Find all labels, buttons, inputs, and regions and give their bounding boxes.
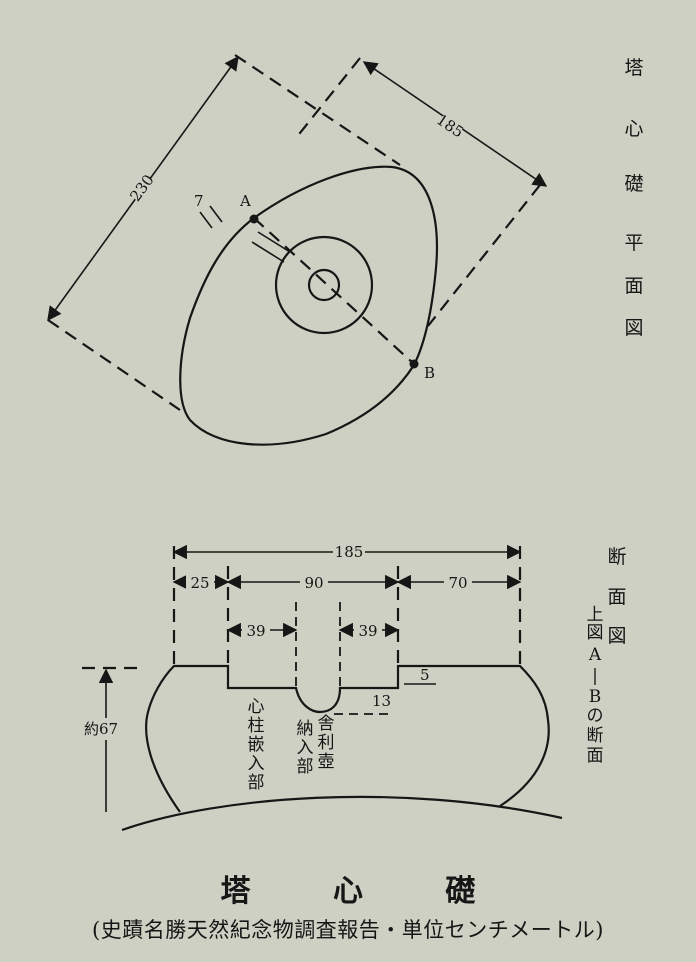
section-note-char: B (589, 687, 602, 707)
pillar-label-char: 嵌 (248, 735, 265, 755)
figure-source-note: (史蹟名勝天然紀念物調査報告・単位センチメートル) (92, 918, 604, 942)
dim-7-tick-2 (209, 205, 223, 223)
section-line-ab (253, 217, 415, 365)
dim-5-label: 5 (420, 666, 430, 684)
dim-67-label: 約67 (84, 720, 118, 738)
section-title-char: 面 (607, 586, 626, 608)
ground-line (121, 795, 563, 832)
pillar-socket-circle (274, 235, 374, 335)
pillar-label-char: 心 (248, 697, 265, 717)
relic-a-char: 舎 (318, 714, 335, 734)
relic-a-char: 壺 (318, 752, 335, 772)
section-profile (145, 664, 550, 813)
relic-b-char: 納 (297, 719, 314, 739)
pillar-label-char: 柱 (248, 716, 265, 736)
pillar-label-char: 部 (248, 773, 265, 793)
section-note-char: の (587, 706, 604, 726)
dim-70-label: 70 (448, 574, 467, 592)
section-title-char: 断 (607, 546, 626, 568)
channel-line-1 (257, 231, 291, 253)
section-note-char: 面 (587, 746, 604, 766)
dim-7-tick-1 (199, 211, 213, 229)
dim-90-label: 90 (304, 574, 323, 592)
plan-view: A B 230 185 7 (47, 54, 548, 446)
figure-title: 塔 心 礎 (220, 874, 512, 909)
ext-top (234, 54, 401, 166)
section-note-char: 上 (587, 605, 604, 625)
dim-7-label: 7 (194, 192, 204, 210)
plan-title-char: 図 (624, 317, 643, 339)
point-a-label: A (239, 192, 251, 210)
point-b-dot (409, 359, 419, 369)
point-b-label: B (424, 364, 435, 382)
plan-title-char: 平 (624, 232, 643, 254)
dim-25-label: 25 (190, 574, 209, 592)
point-a-dot (249, 214, 259, 224)
ext-bottom (47, 319, 181, 411)
relic-a-char: 利 (318, 733, 335, 753)
relic-urn-label: 舎 利 壺 納 入 部 (297, 714, 335, 777)
dim-185-plan-label: 185 (433, 111, 467, 142)
ext-right (427, 184, 541, 327)
plan-title-char: 塔 (624, 57, 643, 79)
stone-outline (179, 165, 439, 446)
dim-39-left-label: 39 (246, 622, 265, 640)
plan-title: 塔 心 礎 平 面 図 (624, 57, 643, 339)
dim-185-section-label: 185 (335, 543, 364, 561)
relic-b-char: 部 (297, 757, 314, 777)
dim-13-label: 13 (372, 692, 391, 710)
plan-title-char: 心 (624, 118, 643, 140)
section-title-char: 図 (607, 625, 626, 647)
section-title: 断 面 図 (607, 546, 626, 647)
section-note: 上 図 A | B の 断 面 (587, 605, 604, 766)
section-note-char: A (588, 645, 602, 665)
section-view: 185 25 90 70 39 39 5 13 約67 心 柱 (82, 542, 563, 832)
plan-title-char: 礎 (624, 173, 643, 195)
plan-title-char: 面 (624, 275, 643, 297)
section-note-char: 図 (587, 623, 604, 643)
dim-230-label: 230 (126, 171, 157, 205)
dim-39-right-label: 39 (358, 622, 377, 640)
relic-hole-circle (307, 268, 341, 302)
pillar-label-char: 入 (248, 754, 265, 774)
channel-line-2 (251, 241, 285, 263)
section-note-char: | (592, 666, 598, 686)
ext-upper-right (295, 57, 361, 139)
section-note-char: 断 (587, 726, 604, 746)
pillar-socket-label: 心 柱 嵌 入 部 (248, 697, 265, 793)
relic-b-char: 入 (297, 738, 314, 758)
